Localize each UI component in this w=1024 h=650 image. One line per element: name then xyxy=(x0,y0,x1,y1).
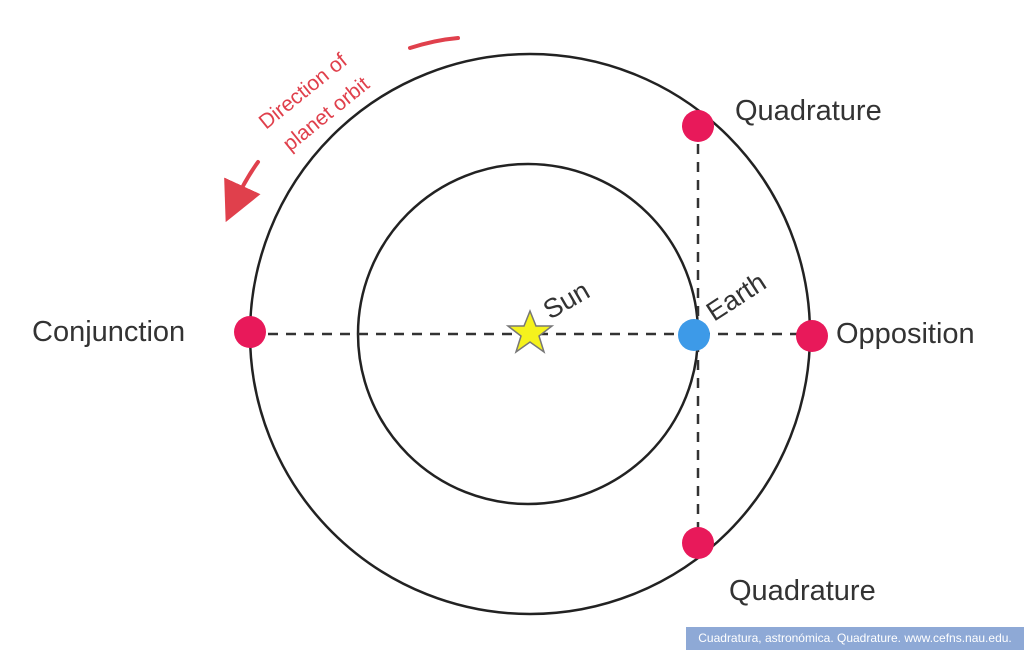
label-conjunction: Conjunction xyxy=(32,316,185,348)
planet-opposition xyxy=(796,320,828,352)
direction-arrow-icon xyxy=(224,160,261,223)
planet-conjunction xyxy=(234,316,266,348)
direction-dash-icon xyxy=(408,36,460,50)
label-sun: Sun xyxy=(538,275,595,325)
label-earth: Earth xyxy=(701,267,771,327)
sun-star-icon xyxy=(505,308,555,354)
planet-quadrature-top xyxy=(682,110,714,142)
earth-dot xyxy=(678,319,710,351)
planet-quadrature-bottom xyxy=(682,527,714,559)
image-caption: Cuadratura, astronómica. Quadrature. www… xyxy=(686,627,1024,650)
label-quadrature-top: Quadrature xyxy=(735,95,882,127)
label-quadrature-bottom: Quadrature xyxy=(729,575,876,607)
label-opposition: Opposition xyxy=(836,318,975,350)
